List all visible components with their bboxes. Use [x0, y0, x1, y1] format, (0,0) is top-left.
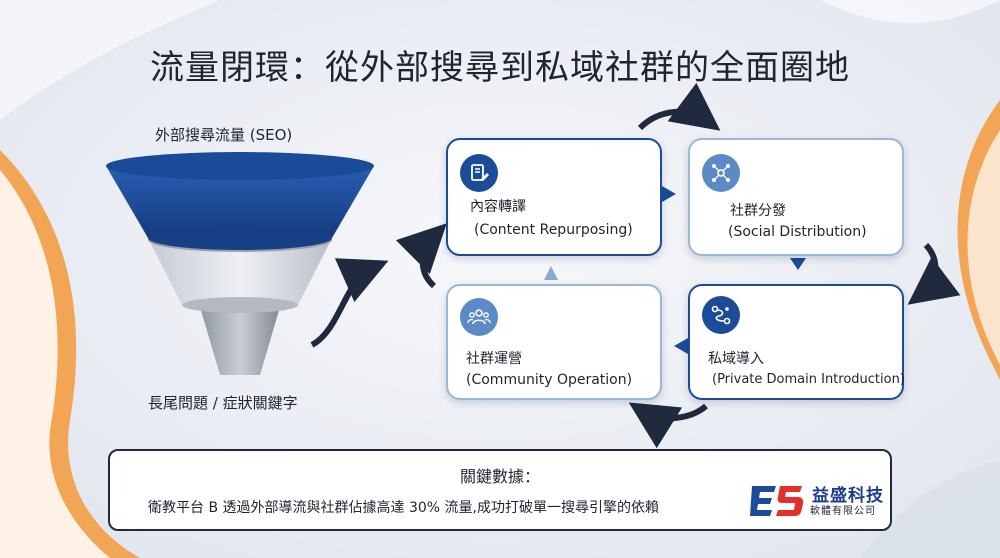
card-private-domain: 私域導入 (Private Domain Introduction) [688, 284, 905, 400]
page-title: 流量閉環：從外部搜尋到私域社群的全面圈地 [150, 48, 850, 88]
card-social-distribution: 社群分發 (Social Distribution) [688, 138, 904, 256]
card-community-label-en: (Community Operation) [466, 372, 633, 388]
key-data-text: 衛教平台 B 透過外部導流與社群佔據高達 30% 流量,成功打破單一搜尋引擎的依… [148, 500, 659, 516]
network-share-icon [702, 154, 740, 192]
funnel-top-label: 外部搜尋流量 (SEO) [155, 126, 293, 144]
card-content-repurposing: 內容轉譯 (Content Repurposing) [446, 138, 662, 256]
company-logo: 益盛科技 軟體有限公司 [750, 478, 890, 524]
card-social-label-en: (Social Distribution) [728, 224, 867, 240]
funnel-bottom-label: 長尾問題 / 症狀關鍵字 [148, 394, 298, 412]
document-edit-icon [460, 154, 498, 192]
route-path-icon [702, 296, 740, 334]
logo-subtitle: 軟體有限公司 [810, 506, 876, 517]
key-data-title: 關鍵數據： [459, 467, 540, 486]
logo-name: 益盛科技 [812, 486, 884, 506]
card-social-label-zh: 社群分發 [730, 203, 786, 219]
card-content-label-zh: 內容轉譯 [470, 199, 526, 215]
card-private-label-zh: 私域導入 [708, 351, 764, 367]
card-private-label-en: (Private Domain Introduction) [712, 372, 905, 387]
card-community-label-zh: 社群運營 [466, 351, 522, 367]
funnel-graphic [106, 152, 374, 375]
es-logo-mark [750, 486, 804, 516]
card-content-label-en: (Content Repurposing) [474, 222, 633, 238]
card-community-operation: 社群運營 (Community Operation) [446, 284, 662, 400]
people-group-icon [460, 298, 498, 336]
